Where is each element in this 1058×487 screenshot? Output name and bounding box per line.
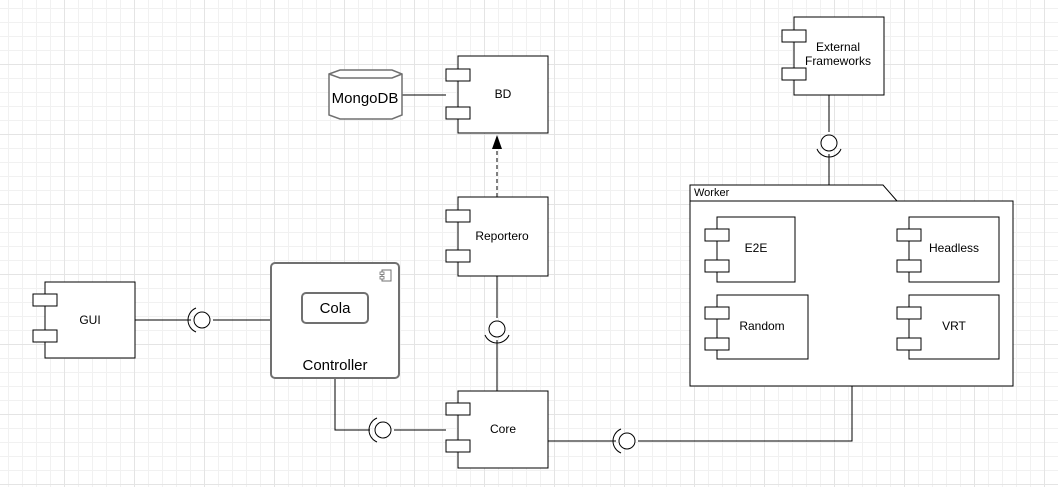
worker-item-vrt[interactable]: VRT xyxy=(896,294,1000,360)
headless-label: Headless xyxy=(929,241,979,255)
bd-label: BD xyxy=(495,87,512,101)
component-port-icon xyxy=(445,106,471,120)
worker-core-wire xyxy=(638,386,853,442)
component-port-icon xyxy=(704,337,730,351)
gui-controller-interface xyxy=(187,307,211,333)
component-port-icon xyxy=(896,306,922,320)
gui-label: GUI xyxy=(79,313,100,327)
component-port-icon xyxy=(445,439,471,453)
interfaces xyxy=(187,134,842,454)
worker-package[interactable]: Worker E2E Headless Random VRT xyxy=(689,184,1014,387)
component-port-icon xyxy=(781,67,807,81)
external-worker-interface xyxy=(816,134,842,158)
component-icon xyxy=(379,269,392,282)
connections xyxy=(135,94,853,442)
component-port-icon xyxy=(445,249,471,263)
reportero-component[interactable]: Reportero xyxy=(445,196,549,277)
core-worker-interface xyxy=(612,428,636,454)
external-frameworks-component[interactable]: External Frameworks xyxy=(781,16,885,96)
worker-item-random[interactable]: Random xyxy=(704,294,809,360)
core-reportero-interface xyxy=(484,320,510,344)
controller-label: Controller xyxy=(302,357,367,374)
component-port-icon xyxy=(896,228,922,242)
component-port-icon xyxy=(445,209,471,223)
controller-core-wire xyxy=(334,378,370,431)
component-port-icon xyxy=(704,228,730,242)
external-label-line1: External xyxy=(816,40,860,54)
worker-item-e2e[interactable]: E2E xyxy=(704,216,796,283)
component-port-icon xyxy=(32,293,58,307)
worker-title: Worker xyxy=(694,187,730,199)
component-port-icon xyxy=(896,337,922,351)
dependency-arrowhead xyxy=(492,135,502,149)
core-label: Core xyxy=(490,422,516,436)
component-port-icon xyxy=(445,68,471,82)
gui-component[interactable]: GUI xyxy=(32,281,136,359)
component-port-icon xyxy=(781,29,807,43)
core-component[interactable]: Core xyxy=(445,390,549,469)
component-port-icon xyxy=(704,259,730,273)
random-label: Random xyxy=(739,319,784,333)
mongodb-database[interactable]: MongoDB xyxy=(328,69,403,120)
reportero-label: Reportero xyxy=(475,229,529,243)
vrt-label: VRT xyxy=(942,319,966,333)
mongodb-label: MongoDB xyxy=(332,90,399,107)
cola-label: Cola xyxy=(320,300,352,317)
component-port-icon xyxy=(445,402,471,416)
component-port-icon xyxy=(32,329,58,343)
worker-item-headless[interactable]: Headless xyxy=(896,216,1000,283)
external-label-line2: Frameworks xyxy=(805,54,871,68)
cola-queue[interactable]: Cola xyxy=(301,292,369,324)
controller-core-interface xyxy=(368,417,392,443)
component-port-icon xyxy=(896,259,922,273)
component-port-icon xyxy=(704,306,730,320)
e2e-label: E2E xyxy=(745,241,768,255)
bd-component[interactable]: BD xyxy=(445,55,549,134)
controller-component[interactable]: Cola Controller xyxy=(270,262,400,379)
